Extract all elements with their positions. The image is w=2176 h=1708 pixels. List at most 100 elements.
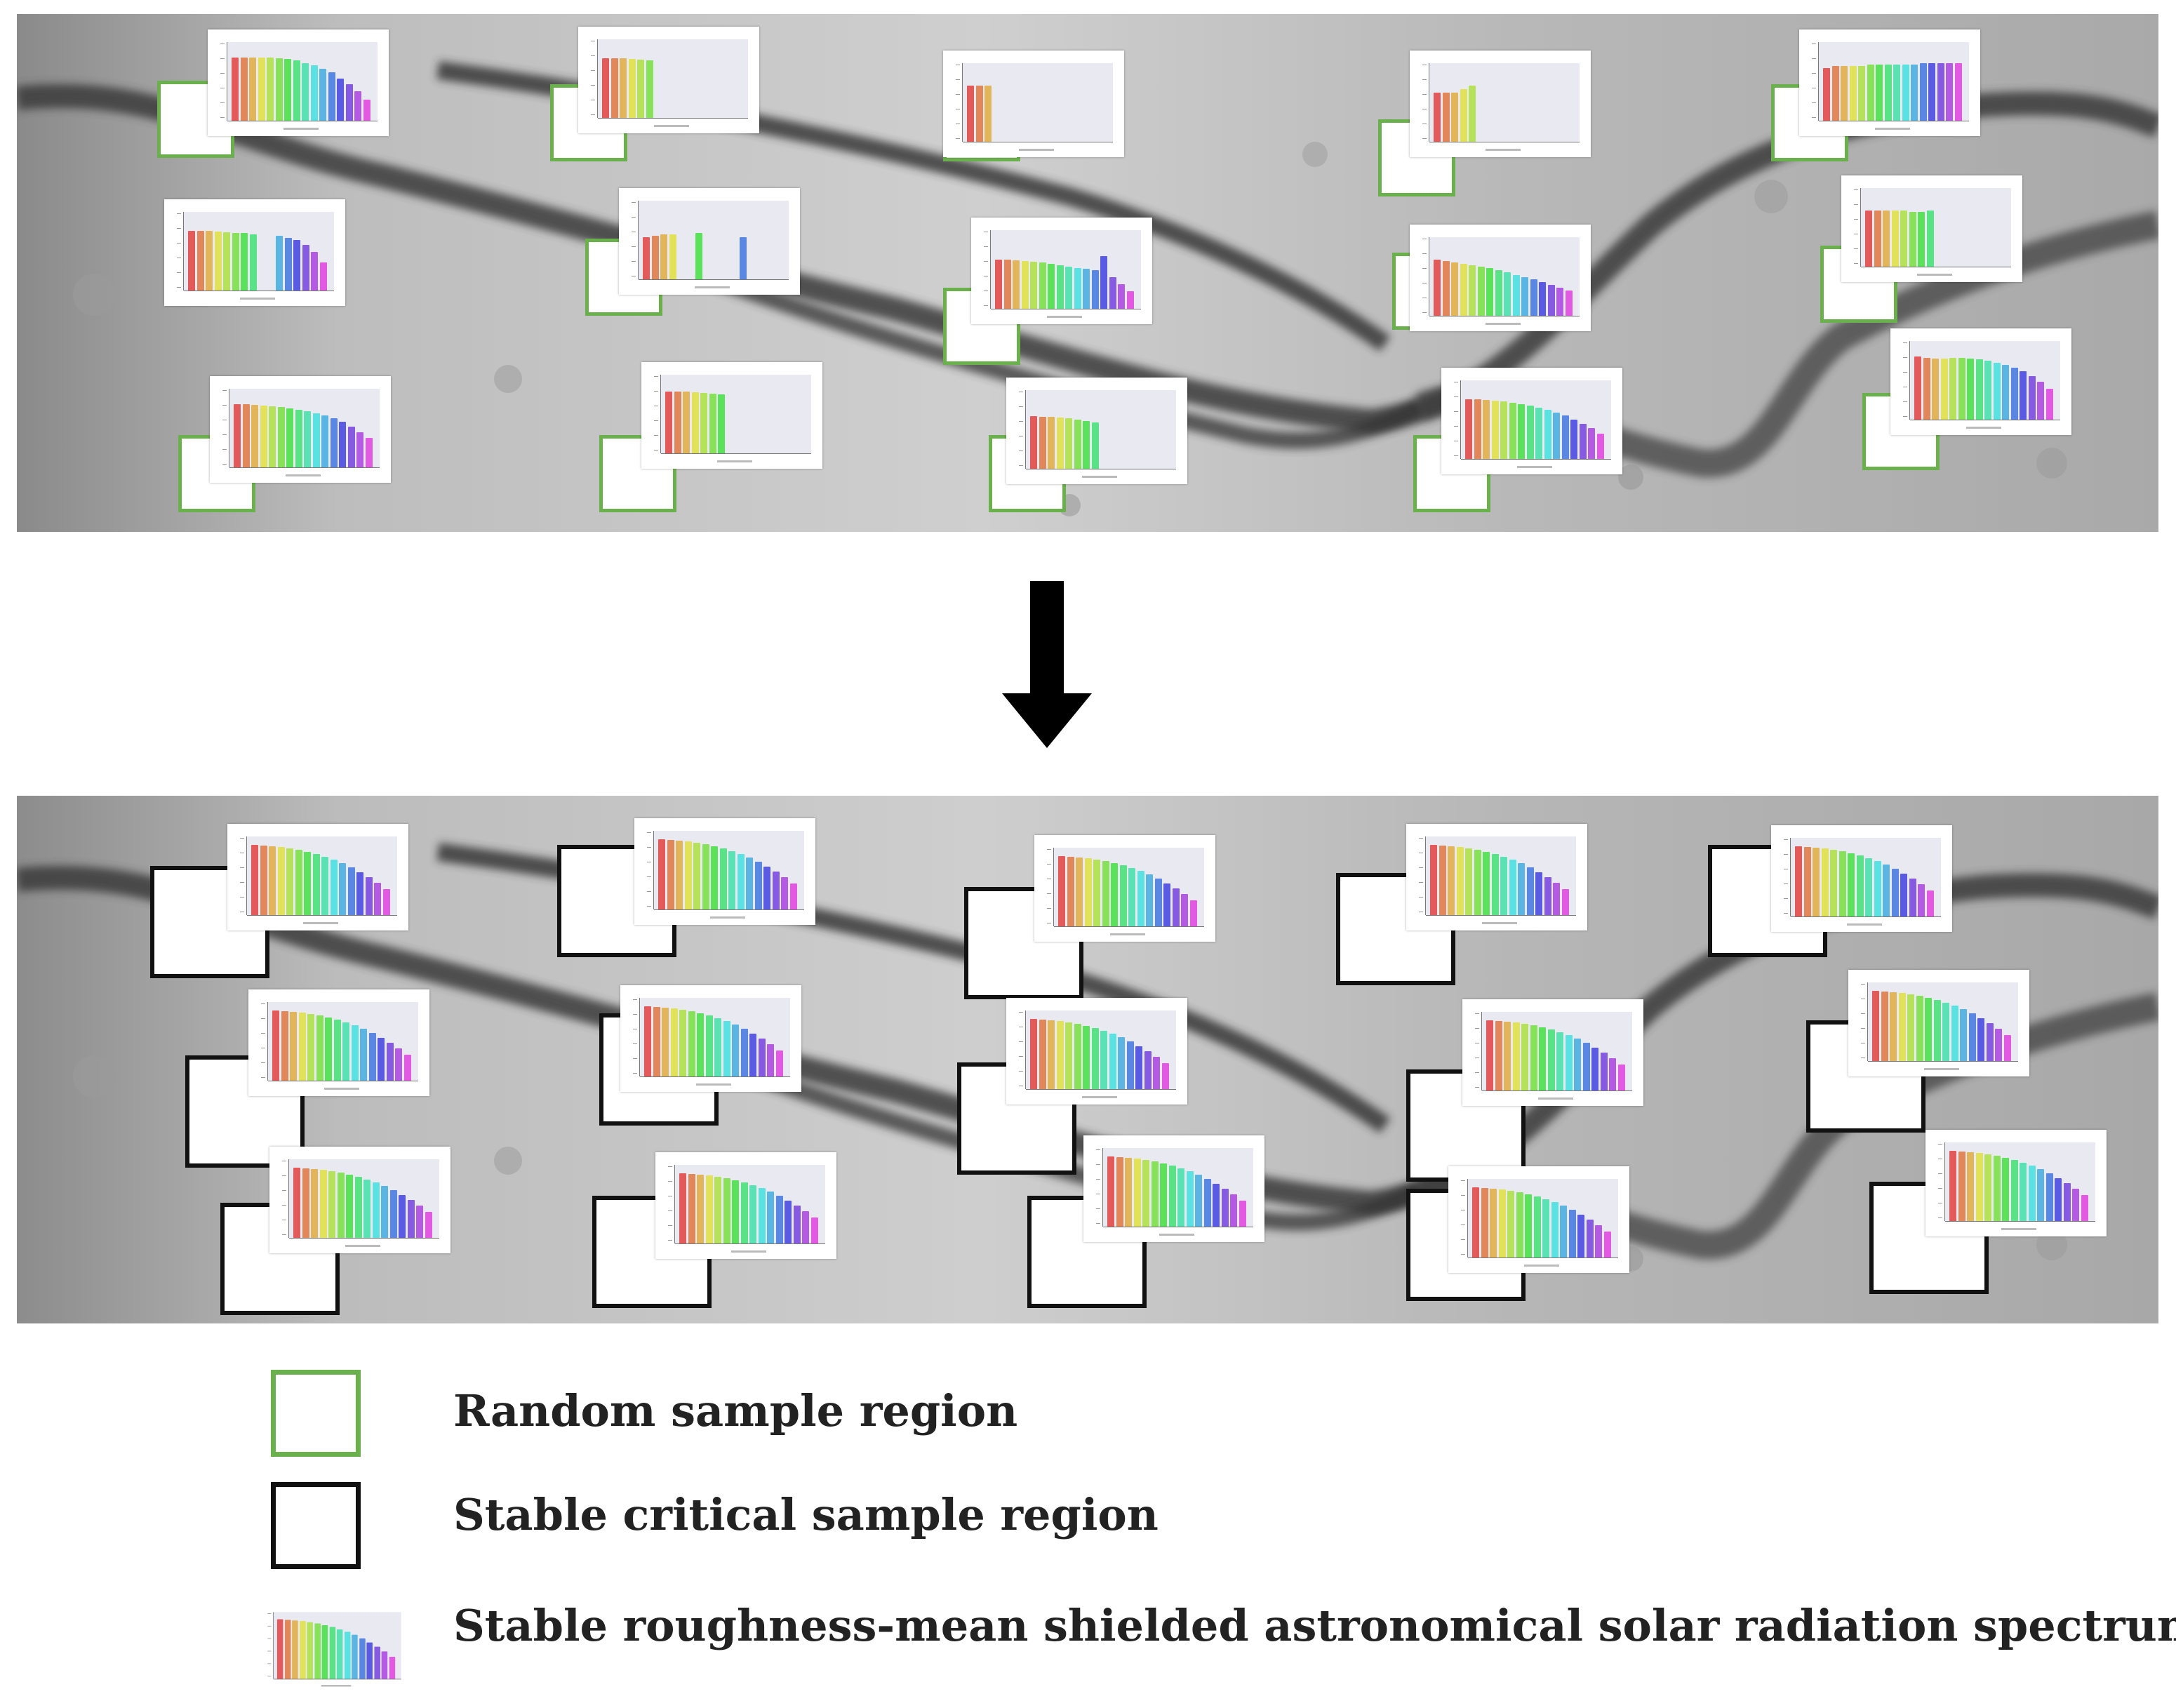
spectrum-bar [1993, 363, 2001, 420]
spectrum-bar [1091, 270, 1099, 309]
stable-spectrum-chart [620, 985, 801, 1092]
y-axis [597, 39, 598, 118]
spectrum-bar [1465, 848, 1472, 915]
spectrum-bar [1151, 1161, 1159, 1227]
spectrum-bar [346, 1175, 353, 1238]
spectrum-bar [1142, 1160, 1149, 1227]
y-axis [1790, 838, 1791, 916]
spectrum-bars [679, 1165, 820, 1243]
spectrum-bar [1177, 1168, 1184, 1227]
spectrum-bar [269, 406, 276, 467]
spectrum-bar [767, 1192, 774, 1243]
spectrum-bar [1874, 861, 1881, 916]
spectrum-bar [1881, 992, 1888, 1061]
spectrum-bar [1849, 66, 1857, 121]
spectrum-bar [1474, 850, 1481, 915]
spectrum-bar [793, 1206, 801, 1243]
spectrum-bar [1570, 420, 1577, 459]
x-label-mark [654, 125, 689, 127]
spectrum-bar [1058, 856, 1065, 926]
x-label-mark [321, 1685, 352, 1687]
spectrum-bar [242, 404, 250, 467]
y-tick [1019, 465, 1023, 466]
spectrum-bar [307, 1622, 313, 1679]
y-tick [1475, 1087, 1479, 1088]
spectrum-bar [688, 1011, 695, 1076]
spectrum-bar [683, 392, 690, 453]
stable-spectrum-chart [1034, 835, 1215, 942]
spectrum-bar [328, 72, 335, 121]
spectrum-bar [1600, 1053, 1608, 1090]
spectrum-bar [1118, 1037, 1125, 1089]
spectrum-bar [2037, 1169, 2044, 1221]
y-tick [591, 114, 595, 115]
spectrum-bar [1477, 267, 1485, 316]
spectrum-bar [1911, 65, 1918, 121]
spectrum-bar [363, 1180, 371, 1238]
spectrum-bar [372, 1182, 380, 1238]
spectrum-bar [1509, 860, 1516, 915]
x-label-mark [696, 1083, 731, 1086]
x-axis [661, 453, 811, 454]
y-axis [638, 201, 639, 279]
spectrum-bar [1153, 1057, 1160, 1089]
spectrum-bar [1512, 275, 1520, 316]
spectrum-bars [658, 831, 799, 909]
spectrum-bar [1993, 1156, 2001, 1221]
y-tick [1422, 253, 1427, 254]
spectrum-bar [1946, 63, 1953, 121]
spectrum-bar [1884, 65, 1892, 121]
spectrum-bar [1048, 417, 1055, 469]
spectrum-bar [1100, 1031, 1107, 1089]
spectrum-bars [643, 201, 783, 279]
spectrum-bars [1823, 42, 1963, 121]
random-spectrum-chart [1841, 175, 2022, 282]
x-axis [1791, 916, 1941, 917]
spectrum-bar [277, 847, 285, 915]
spectrum-bar [1595, 1225, 1602, 1257]
spectrum-bars [1914, 341, 2055, 420]
spectrum-bar [732, 1025, 739, 1076]
spectrum-bar [272, 1010, 279, 1081]
spectrum-bar [336, 1629, 343, 1679]
spectrum-bar [1030, 1019, 1037, 1089]
spectrum-bar [1203, 1179, 1211, 1227]
y-tick [1854, 204, 1858, 205]
spectrum-bar [251, 405, 258, 467]
spectrum-bar [1491, 854, 1499, 915]
spectrum-bar [1582, 1043, 1590, 1090]
legend-stable-label: Stable critical sample region [453, 1489, 1159, 1540]
spectrum-bar [389, 1190, 397, 1238]
spectrum-bar [1883, 211, 1890, 267]
spectrum-bar [697, 1013, 704, 1076]
spectrum-bar [277, 407, 285, 467]
stable-sample-panel [17, 796, 2158, 1323]
spectrum-bar [1518, 404, 1525, 459]
spectrum-bar [758, 1039, 766, 1076]
y-tick [1419, 838, 1423, 839]
spectrum-bar [1093, 860, 1100, 926]
y-tick [668, 1240, 672, 1241]
y-axis [1467, 1179, 1468, 1257]
spectrum-bar [1918, 212, 1925, 267]
spectrum-bar [749, 1185, 756, 1243]
y-tick [1422, 312, 1427, 313]
y-tick [1475, 1072, 1479, 1073]
spectrum-bar [1539, 1027, 1546, 1090]
spectrum-bar [2028, 376, 2036, 420]
spectrum-bar [1460, 89, 1467, 142]
spectrum-bar [1490, 1189, 1497, 1257]
y-tick [1096, 1223, 1100, 1224]
spectrum-bar [302, 63, 309, 121]
x-label-mark [303, 922, 338, 924]
spectrum-bars [1107, 1148, 1248, 1227]
spectrum-bar [1890, 992, 1897, 1061]
y-tick [984, 305, 988, 306]
spectrum-bar [1126, 291, 1134, 309]
spectrum-bar [705, 1015, 713, 1076]
spectrum-bar [740, 1182, 748, 1243]
y-tick [220, 117, 225, 118]
spectrum-bar [1975, 359, 1983, 420]
y-tick [668, 1181, 672, 1182]
spectrum-bar [374, 883, 381, 915]
